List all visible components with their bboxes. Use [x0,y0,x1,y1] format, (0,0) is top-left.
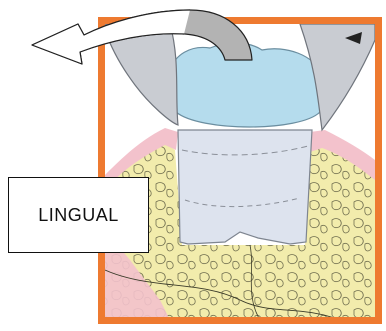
lingual-label: LINGUAL [38,205,119,226]
lingual-label-box: LINGUAL [8,177,149,253]
tooth-root [178,130,312,244]
